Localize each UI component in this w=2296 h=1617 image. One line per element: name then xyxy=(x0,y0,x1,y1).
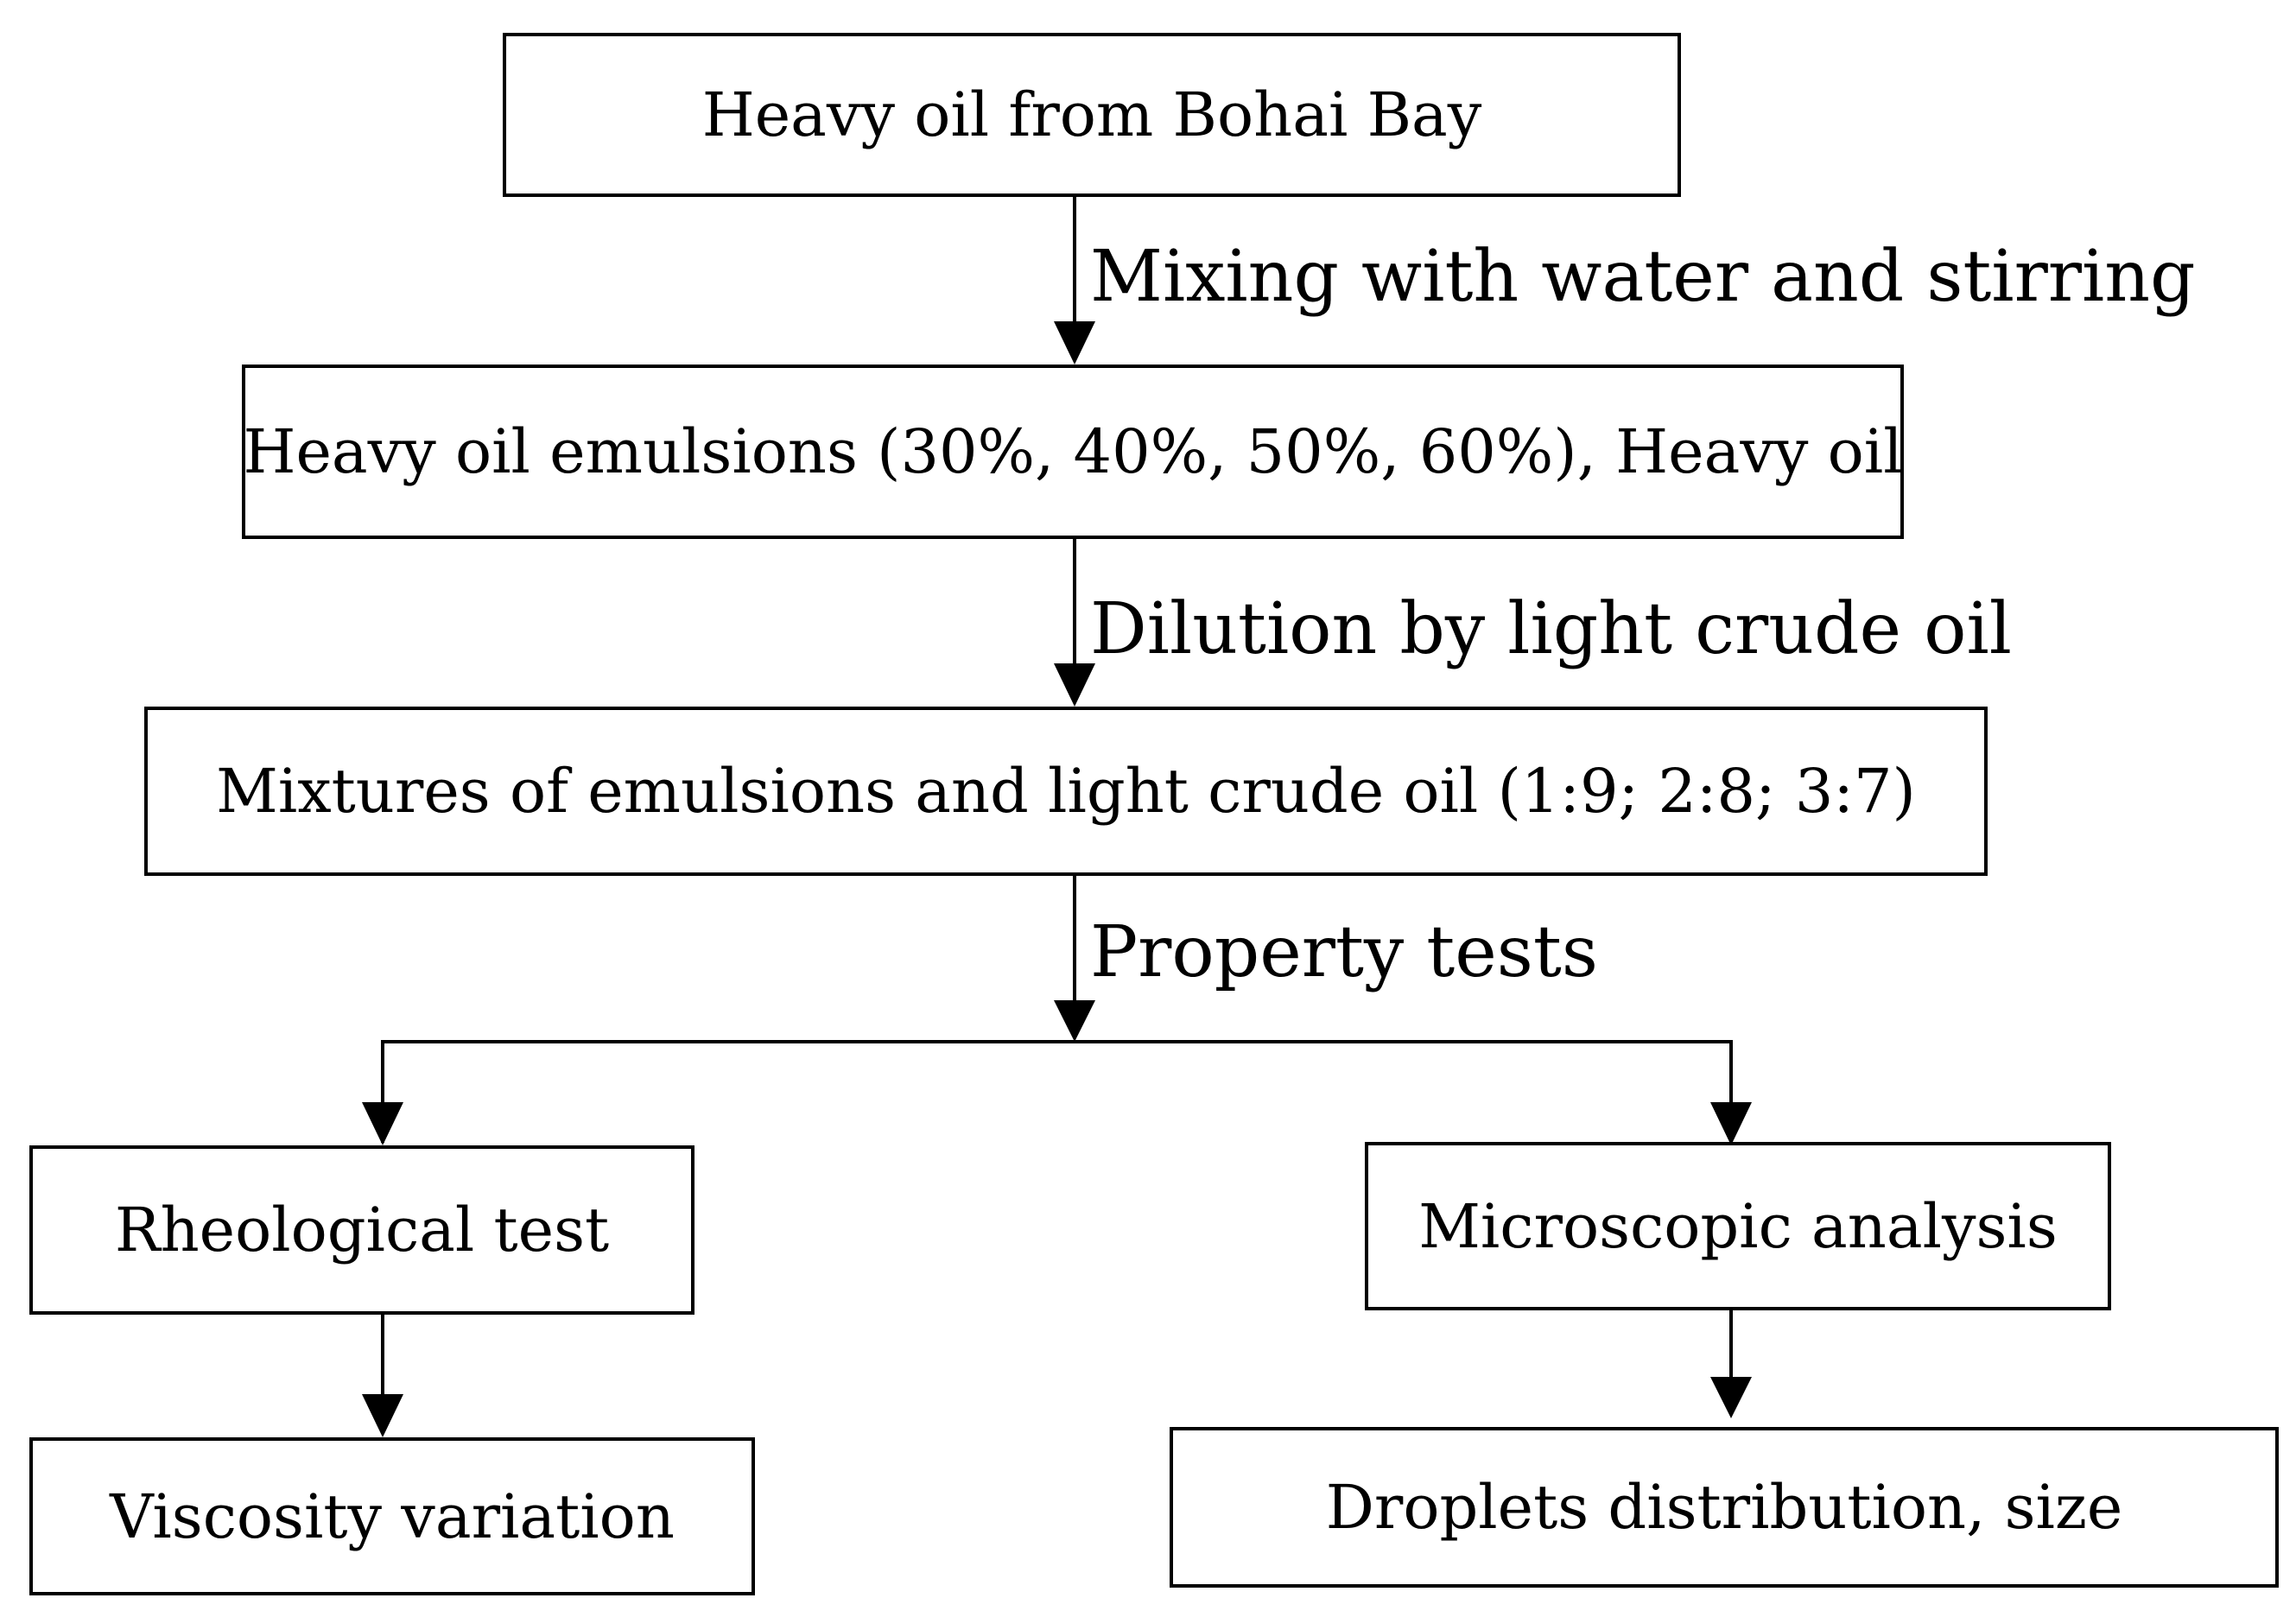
connector-branch-horizontal xyxy=(381,1040,1733,1143)
node-mixtures: Mixtures of emulsions and light crude oi… xyxy=(144,707,1988,876)
edge-label-dilution: Dilution by light crude oil xyxy=(1090,588,2012,670)
node-source-label: Heavy oil from Bohai Bay xyxy=(701,79,1482,150)
arrowhead-down-icon xyxy=(1710,1102,1752,1145)
arrowhead-down-icon xyxy=(1054,1000,1095,1042)
arrowhead-down-icon xyxy=(362,1102,403,1145)
node-emulsions-label: Heavy oil emulsions (30%, 40%, 50%, 60%)… xyxy=(243,416,1903,487)
node-viscosity-label: Viscosity variation xyxy=(110,1481,675,1552)
node-droplets: Droplets distribution, size xyxy=(1170,1427,2279,1588)
node-microscopic: Microscopic analysis xyxy=(1365,1142,2111,1310)
node-microscopic-label: Microscopic analysis xyxy=(1418,1190,2058,1262)
arrowhead-down-icon xyxy=(1710,1377,1752,1418)
arrowhead-down-icon xyxy=(1054,663,1095,707)
node-emulsions: Heavy oil emulsions (30%, 40%, 50%, 60%)… xyxy=(242,365,1904,539)
node-source: Heavy oil from Bohai Bay xyxy=(503,33,1681,197)
arrowhead-down-icon xyxy=(1054,321,1095,365)
edge-label-mixing: Mixing with water and stirring xyxy=(1090,236,2196,318)
node-rheological-label: Rheological test xyxy=(114,1195,610,1265)
arrowhead-down-icon xyxy=(362,1394,403,1437)
node-rheological: Rheological test xyxy=(29,1145,695,1315)
node-viscosity: Viscosity variation xyxy=(29,1437,755,1595)
node-mixtures-label: Mixtures of emulsions and light crude oi… xyxy=(216,756,1916,827)
edge-label-property: Property tests xyxy=(1090,911,1598,993)
node-droplets-label: Droplets distribution, size xyxy=(1325,1472,2123,1543)
